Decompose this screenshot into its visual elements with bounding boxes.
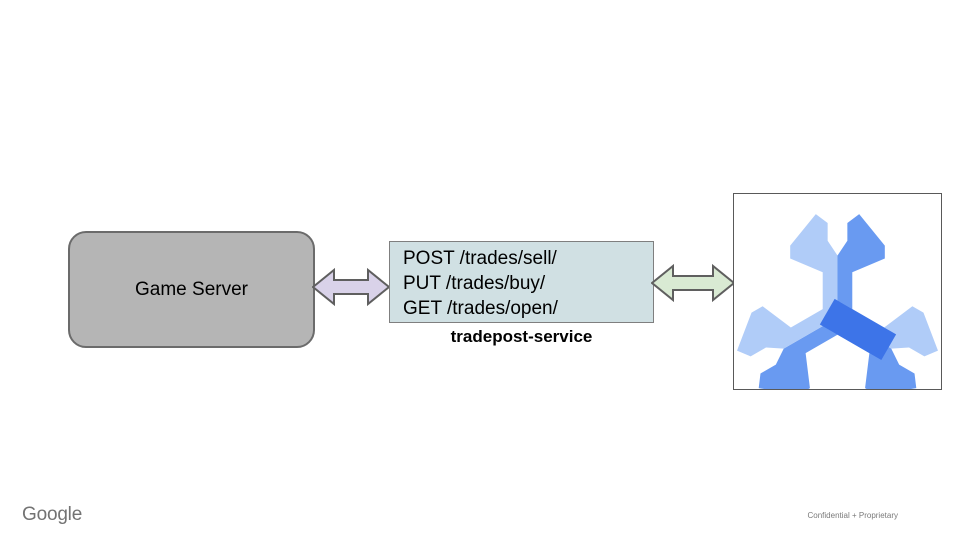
service-endpoints-box: POST /trades/sell/ PUT /trades/buy/ GET … xyxy=(389,241,654,323)
backend-logo-box xyxy=(733,193,942,390)
arrow-game-server-to-service xyxy=(312,267,390,307)
three-wrench-icon xyxy=(734,214,941,389)
google-logo: Google xyxy=(22,504,83,525)
double-arrow-icon xyxy=(651,263,735,303)
arrow-service-to-backend xyxy=(651,263,735,303)
game-server-label: Game Server xyxy=(135,278,248,300)
game-server-node: Game Server xyxy=(68,231,315,348)
endpoint-line: POST /trades/sell/ xyxy=(403,248,557,269)
endpoint-line: GET /trades/open/ xyxy=(403,298,558,319)
confidentiality-note: Confidential + Proprietary xyxy=(807,511,899,520)
service-name-caption: tradepost-service xyxy=(450,327,593,346)
wrench-arm-bottom-right xyxy=(808,273,941,389)
endpoint-line: PUT /trades/buy/ xyxy=(403,273,546,294)
double-arrow-icon xyxy=(312,267,390,307)
